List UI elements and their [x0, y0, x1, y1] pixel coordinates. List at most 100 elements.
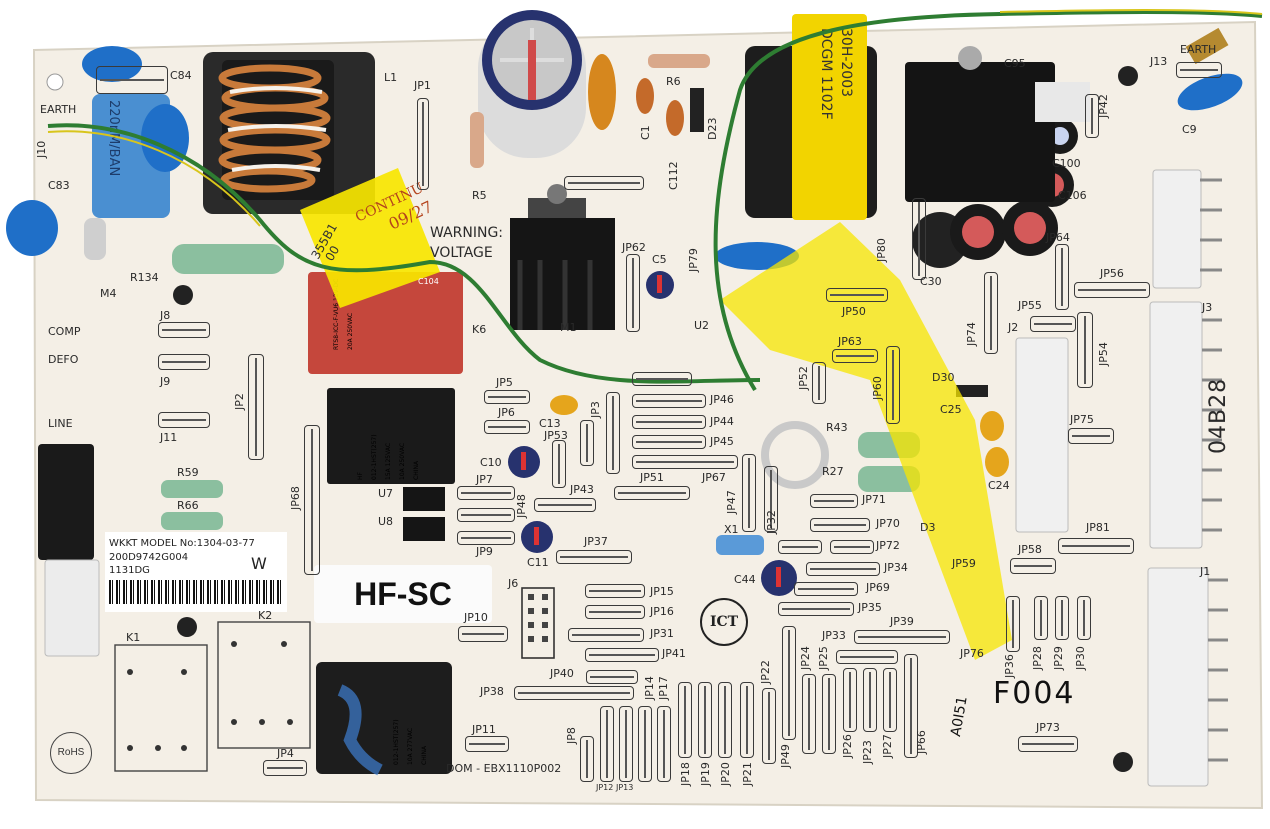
ref-C13: C13 — [539, 417, 561, 430]
jumper — [580, 420, 594, 466]
ref-C112: C112 — [667, 161, 680, 190]
diode-d30 — [956, 385, 988, 397]
tantalum-caps — [550, 395, 1009, 477]
jumper — [626, 254, 640, 332]
ref-U2: U2 — [694, 319, 710, 332]
ref-JP47: JP47 — [725, 490, 738, 514]
jumper — [806, 562, 880, 576]
ref-JP81: JP81 — [1086, 521, 1110, 534]
earth-wire-right — [713, 10, 1263, 392]
jumper — [822, 674, 836, 754]
jumper — [304, 425, 320, 575]
jumper — [782, 626, 796, 740]
ref-JP72: JP72 — [876, 539, 900, 552]
jumper — [830, 540, 874, 554]
jumper — [1034, 596, 1048, 640]
logo-mark: W — [251, 554, 267, 573]
footprint-k1 — [114, 644, 208, 772]
ref-JP42: JP42 — [1097, 94, 1110, 118]
ref-JP44: JP44 — [710, 415, 734, 428]
ref-JP62: JP62 — [622, 241, 646, 254]
svg-text:10A 277VAC: 10A 277VAC — [407, 728, 414, 765]
ref-JP52: JP52 — [797, 366, 810, 390]
ref-JP63: JP63 — [838, 335, 862, 348]
jumper — [718, 682, 732, 758]
connector-j2 — [1015, 337, 1069, 533]
ref-C95: C95 — [1004, 57, 1026, 70]
ref-JP2: JP2 — [233, 393, 246, 410]
jumper — [802, 674, 816, 754]
ref-U8: U8 — [378, 515, 394, 528]
dom-label: DOM - EBX1110P002 — [446, 762, 562, 775]
jumper — [632, 394, 706, 408]
jumper — [248, 354, 264, 460]
jumper — [600, 706, 614, 782]
jumper — [158, 322, 210, 338]
jumper — [1058, 538, 1134, 554]
jumper — [632, 372, 692, 386]
svg-text:HF: HF — [357, 471, 364, 480]
ref-C83: C83 — [48, 179, 70, 192]
relay-hf-2: 012-1HST(257) 10A 277VAC CHINA — [316, 662, 452, 776]
ref-JP73: JP73 — [1036, 721, 1060, 734]
ref-K1: K1 — [126, 631, 141, 644]
ref-JP22: JP22 — [759, 660, 772, 684]
ref-DEF: DEFO — [48, 353, 79, 366]
jumper — [698, 682, 712, 758]
ceramic-cap-c1 — [636, 78, 654, 114]
y-capacitor — [6, 200, 58, 256]
ref-J1: J1 — [1200, 565, 1211, 578]
jumper — [458, 626, 508, 642]
ref-JP76: JP76 — [960, 647, 984, 660]
ref-JP11: JP11 — [472, 723, 496, 736]
ref-JP34: JP34 — [884, 561, 908, 574]
mounting-hole — [46, 73, 64, 91]
y-capacitor — [82, 46, 142, 82]
ref-JP13: JP13 — [616, 783, 634, 792]
jumper — [614, 486, 690, 500]
ref-JP28: JP28 — [1031, 646, 1044, 670]
transformer-bobbin — [792, 14, 867, 220]
ref-JP58: JP58 — [1018, 543, 1042, 556]
ref-R6: R6 — [666, 75, 681, 88]
ref-JP19: JP19 — [699, 762, 712, 786]
jumper — [158, 354, 210, 370]
ref-JP26: JP26 — [841, 734, 854, 758]
ref-JP59: JP59 — [952, 557, 976, 570]
ref-C11: C11 — [527, 556, 549, 569]
connector-left-black — [38, 444, 94, 560]
resistors — [161, 54, 920, 530]
svg-text:012-1HST(257): 012-1HST(257) — [393, 719, 400, 765]
svg-text:RTS8-ICC-F-VU6 12V-DC: RTS8-ICC-F-VU6 12V-DC — [333, 279, 340, 350]
jumper — [826, 288, 888, 302]
diode-d23 — [690, 88, 704, 132]
connector-j3 — [1152, 169, 1202, 289]
ref-R66: R66 — [177, 499, 199, 512]
mounting-hole — [177, 617, 197, 637]
ref-JP49: JP49 — [779, 744, 792, 768]
jumper — [810, 518, 870, 532]
ref-JP50: JP50 — [842, 305, 866, 318]
ref-JP67: JP67 — [702, 471, 726, 484]
ict-mark: ICT — [700, 598, 748, 646]
jumper — [1030, 316, 1076, 332]
jumper — [417, 98, 429, 190]
ref-JP10: JP10 — [464, 611, 488, 624]
ref-C30: C30 — [920, 275, 942, 288]
ref-JP37: JP37 — [584, 535, 608, 548]
ref-JP38: JP38 — [480, 685, 504, 698]
jumper — [556, 550, 632, 564]
jumper — [457, 531, 515, 545]
ref-C104: C104 — [418, 277, 439, 286]
svg-text:012-1HST(257): 012-1HST(257) — [371, 434, 378, 480]
jumper — [742, 454, 756, 532]
jumper — [832, 349, 878, 363]
ref-JP16: JP16 — [650, 605, 674, 618]
ref-JP79: JP79 — [687, 248, 700, 272]
ref-C5: C5 — [652, 253, 667, 266]
jumper — [762, 688, 776, 764]
ref-JP43: JP43 — [570, 483, 594, 496]
ref-JP25: JP25 — [817, 646, 830, 670]
jumper — [1074, 282, 1150, 298]
jumper — [564, 176, 644, 190]
